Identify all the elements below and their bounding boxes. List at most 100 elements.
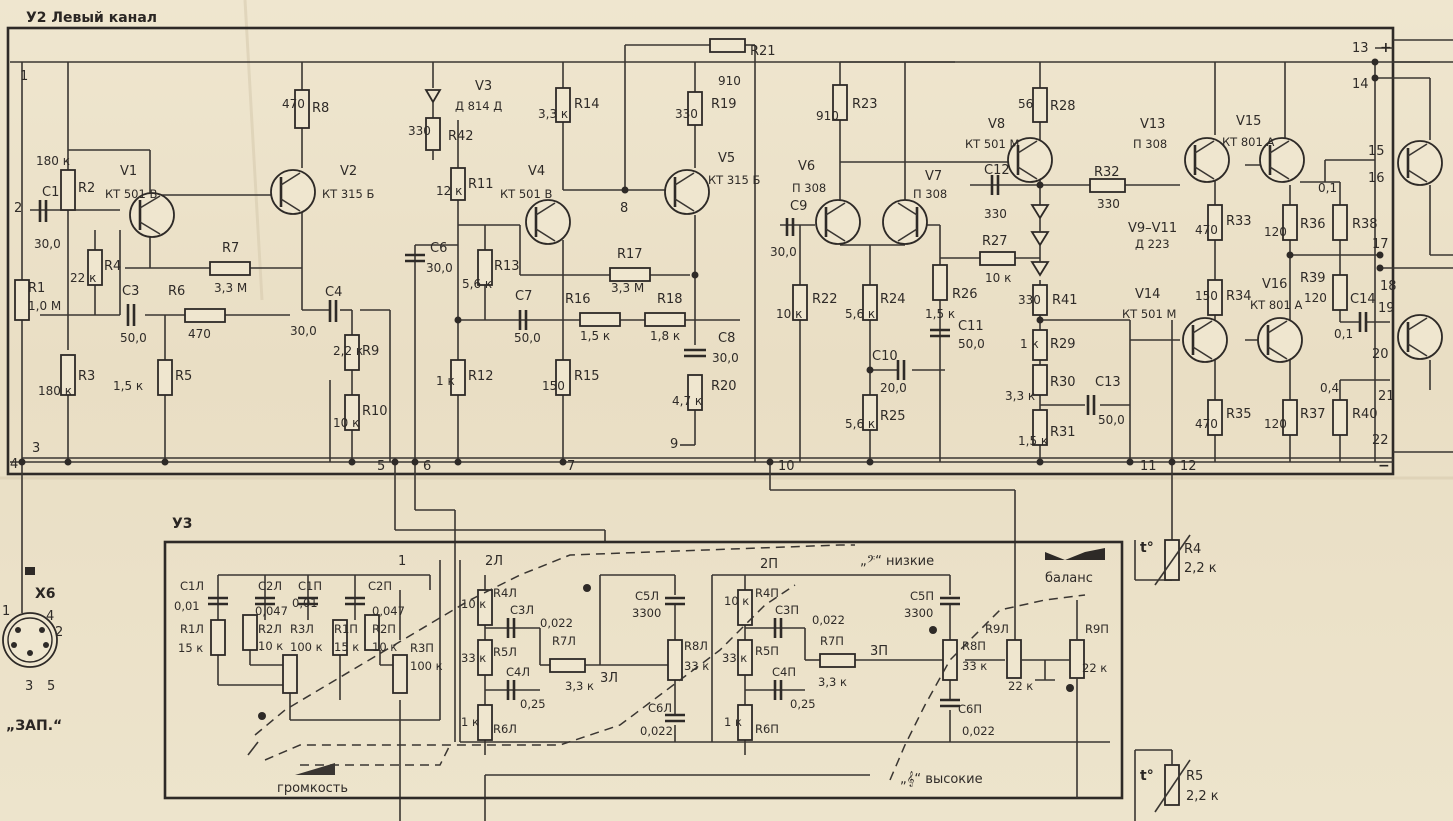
v5-type: КТ 315 Б (708, 173, 760, 187)
terminal-7: 7 (567, 459, 575, 474)
u3-c1п-value: 0,01 (292, 596, 318, 610)
capacitor-c6-ref: C6 (430, 241, 447, 256)
thermistor-r4-symbol: t° (1140, 540, 1154, 556)
resistor-r22-value: 10 к (776, 307, 802, 321)
resistor-r6-value: 470 (188, 327, 211, 341)
resistor-r11-value: 12 к (436, 184, 462, 198)
v1-ref: V1 (120, 164, 137, 179)
u3-r7л-value: 3,3 к (565, 679, 594, 693)
u3-r9п-value: 22 к (1082, 661, 1107, 675)
u3-c5л-ref: C5Л (635, 589, 659, 603)
resistor-r34-ref: R34 (1226, 289, 1252, 304)
resistor-r6-ref: R6 (168, 284, 185, 299)
terminal-5: 5 (377, 459, 385, 474)
resistor-r10-ref: R10 (362, 404, 388, 419)
potentiometer-r9l (1006, 639, 1022, 679)
u3-c5п-ref: C5П (910, 589, 934, 603)
u3-r3п-value: 100 к (410, 659, 443, 673)
u3-c2л-value: 0,047 (255, 604, 288, 618)
v6-type: П 308 (792, 181, 826, 195)
capacitor-c10-ref: C10 (872, 349, 898, 364)
u3-c4п-value: 0,25 (790, 697, 816, 711)
capacitor-c1-ref: C1 (42, 185, 59, 200)
resistor-r14-value: 3,3 к (538, 107, 568, 121)
v16-type: КТ 801 А (1250, 298, 1302, 312)
x6-pin-5: 5 (47, 679, 55, 694)
v8-type: КТ 501 М (965, 137, 1019, 151)
junction-dots (18, 58, 1384, 466)
v4-ref: V4 (528, 164, 545, 179)
bass-label: „𝄢“ низкие (860, 554, 934, 569)
resistor-r33 (1207, 204, 1223, 241)
resistor-r9 (344, 334, 360, 371)
resistor-r27 (979, 251, 1016, 266)
u3-node-2p: 2П (760, 557, 778, 572)
u3-r4п-ref: R4П (755, 586, 779, 600)
capacitor-c10-value: 20,0 (880, 381, 907, 395)
capacitor-c7-ref: C7 (515, 289, 532, 304)
resistor-r31 (1032, 409, 1048, 446)
u3-c3л-value: 0,022 (540, 616, 573, 630)
u3-r2п-value: 10 к (372, 640, 397, 654)
u3-r4п-value: 10 к (724, 594, 749, 608)
resistor-r2 (60, 169, 76, 211)
u3-r4л-value: 10 к (461, 597, 486, 611)
resistor-r18 (644, 312, 686, 327)
u3-r1л-value: 15 к (178, 641, 203, 655)
resistor-r13-value: 5,6 к (462, 277, 492, 291)
capacitor-c6-value: 30,0 (426, 261, 453, 275)
capacitor-c1-value: 30,0 (34, 237, 61, 251)
v3-ref: V3 (475, 79, 492, 94)
resistor-r13-ref: R13 (494, 259, 520, 274)
u3-node-3l: 3Л (600, 671, 618, 686)
resistor-r1-value: 1,0 М (28, 299, 61, 313)
u3-r1п-value: 15 к (334, 640, 359, 654)
resistor-r34-value: 150 (1195, 289, 1218, 303)
resistor-r18-value: 1,8 к (650, 329, 680, 343)
connector-name: Х6 (35, 586, 56, 602)
diode-v10 (1030, 231, 1050, 247)
resistor-r33-ref: R33 (1226, 214, 1252, 229)
u3-c6п-value: 0,022 (962, 724, 995, 738)
u2-title: У2 Левый канал (26, 10, 157, 26)
v7-type: П 308 (913, 187, 947, 201)
resistor-r26-ref: R26 (952, 287, 978, 302)
resistor-r22-ref: R22 (812, 292, 838, 307)
terminal-6: 6 (423, 459, 431, 474)
resistor-r12 (450, 359, 466, 396)
resistor-r41 (1032, 284, 1048, 316)
resistor-r19-value: 330 (675, 107, 698, 121)
resistor-r26-value: 1,5 к (925, 307, 955, 321)
u3-c5п-value: 3300 (904, 606, 933, 620)
capacitor-c9-value: 30,0 (770, 245, 797, 259)
u3-r8л-ref: R8Л (684, 639, 708, 653)
u3-c6л-ref: C6Л (648, 701, 672, 715)
resistor-r24 (862, 284, 878, 321)
u3-c1л-value: 0,01 (174, 599, 200, 613)
u3-r7л-ref: R7Л (552, 634, 576, 648)
resistor-r37 (1282, 399, 1298, 436)
thermistor-r5-value: 2,2 к (1186, 789, 1219, 804)
resistor-r25-value: 5,6 к (845, 417, 875, 431)
v14-ref: V14 (1135, 287, 1160, 302)
capacitor-c4-value: 30,0 (290, 324, 317, 338)
resistor-r19 (687, 91, 703, 126)
capacitor-c11-value: 50,0 (958, 337, 985, 351)
u3-r6л-value: 1 к (461, 715, 479, 729)
terminal-9: 9 (670, 437, 678, 452)
resistor-r35-value: 470 (1195, 417, 1218, 431)
u3-r2л-ref: R2Л (258, 622, 282, 636)
resistor-r34 (1207, 279, 1223, 316)
resistor-r33-value: 470 (1195, 223, 1218, 237)
terminal-22: 22 (1372, 433, 1389, 448)
terminal-17: 17 (1372, 237, 1389, 252)
u3-r8л-value: 33 к (684, 659, 709, 673)
resistor-r8-ref: R8 (312, 101, 329, 116)
u3-c4л-ref: C4Л (506, 665, 530, 679)
u3-r9л-value: 22 к (1008, 679, 1033, 693)
terminal-1: 1 (20, 69, 28, 84)
resistor-r35 (1207, 399, 1223, 436)
resistor-r3-ref: R3 (78, 369, 95, 384)
resistor-r32-ref: R32 (1094, 165, 1120, 180)
u3-title: У3 (172, 516, 193, 532)
